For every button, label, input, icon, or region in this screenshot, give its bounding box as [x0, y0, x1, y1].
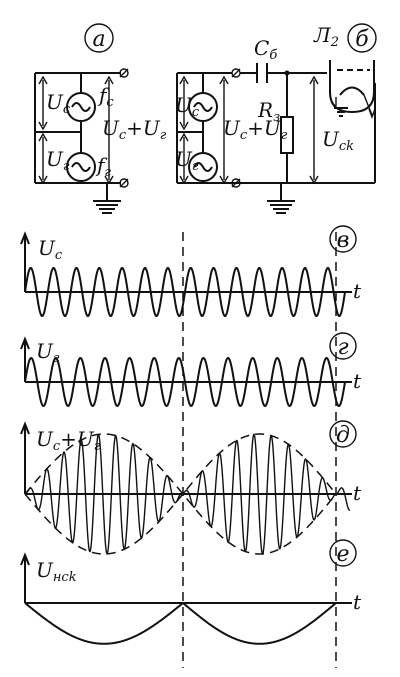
lamp-envelope [329, 60, 375, 114]
panel-b-circle [347, 23, 377, 53]
label-wave-v: Uc [38, 236, 63, 263]
panel-g-letter: г [337, 335, 348, 360]
label-uck: Uck [322, 127, 354, 154]
label-ug-a: Uг [46, 147, 70, 174]
label-fc: fc [97, 83, 114, 110]
circuit-a: а Uc Uг fc fг Uc+Uг [34, 23, 167, 214]
panel-v-letter: в [337, 228, 350, 253]
panel-a-letter: а [92, 27, 105, 52]
label-wave-d: Uc+Uг [36, 427, 101, 454]
label-res: Rз [257, 98, 280, 125]
label-cap: Cб [254, 36, 277, 63]
label-ug-b: Uг [175, 147, 199, 174]
t-label-d: t [353, 481, 362, 505]
ground-b [267, 200, 295, 214]
label-wave-g: Uг [36, 339, 60, 366]
wave-beat [24, 433, 351, 556]
label-uc-b: Uc [175, 93, 200, 120]
label-sum-a: Uc+Uг [102, 116, 167, 143]
panel-a-circle [84, 23, 114, 53]
wave-detected [24, 601, 337, 645]
terminal-top-a [119, 68, 129, 78]
lamp-ground [334, 107, 348, 117]
panel-e-letter: е [336, 542, 349, 567]
waveform-panels: в t Uc г t Uг д t Uc+Uг е t Uнck [20, 225, 362, 668]
label-lamp: Л2 [313, 23, 339, 50]
capacitor [256, 63, 268, 83]
ground-a [93, 200, 121, 214]
label-sum-b: Uc+Uг [223, 116, 288, 143]
signal-generator-c-b [188, 92, 218, 122]
label-uc-a: Uc [46, 90, 71, 117]
panel-d-letter: д [336, 423, 350, 448]
beat-envelope-bottom [24, 493, 337, 555]
t-label-v: t [353, 279, 362, 303]
signal-generator-g [66, 152, 96, 182]
t-label-g: t [353, 369, 362, 393]
circuit-b: б Cб Rз Л2 Uc Uг Uc+Uг [175, 23, 377, 214]
terminal-bottom-b [231, 178, 241, 188]
panel-b-letter: б [355, 27, 369, 52]
terminal-bottom-a [119, 178, 129, 188]
label-wave-e: Uнck [36, 558, 77, 585]
wave-heterodyne [24, 356, 346, 408]
t-label-e: t [353, 590, 362, 614]
signal-generator-g-b [188, 152, 218, 182]
beat-envelope-top [24, 433, 337, 495]
wave-carrier [24, 267, 346, 317]
signal-generator-c [66, 92, 96, 122]
resistor [280, 116, 294, 154]
